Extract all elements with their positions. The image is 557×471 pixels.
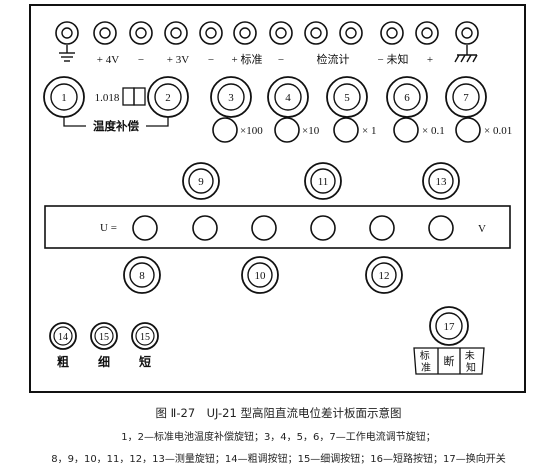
chassis-ground-symbol-right xyxy=(454,45,478,63)
measure-knob-9[interactable]: 9 xyxy=(182,162,220,200)
multiplier-window-1 xyxy=(333,117,359,143)
digit-window-2 xyxy=(192,215,218,241)
bracket-label-bg xyxy=(86,119,146,133)
multiplier-label-100: ×100 xyxy=(240,125,263,137)
knob-2-number: 2 xyxy=(165,92,171,104)
knob-2[interactable]: 2 xyxy=(147,76,189,118)
label-plus-unknown: + xyxy=(427,54,433,66)
label-minus-4v: − xyxy=(138,54,144,66)
label-plus-std: + 标准 xyxy=(232,52,263,66)
multiplier-window-0-1 xyxy=(393,117,419,143)
knob-1-number: 1 xyxy=(61,92,67,104)
std-cell-value: 1.018 xyxy=(95,92,120,104)
coarse-button-14[interactable]: 14 xyxy=(49,322,77,350)
display-unit: V xyxy=(478,223,486,235)
switch-17-number: 17 xyxy=(444,321,456,333)
figure-caption-title: 图 Ⅱ-27 UJ-21 型高阻直流电位差计板面示意图 xyxy=(155,406,402,420)
knob-6-number: 6 xyxy=(404,92,410,104)
measure-knob-12[interactable]: 12 xyxy=(365,256,403,294)
ground-symbol-left xyxy=(59,45,75,62)
knob-9-number: 9 xyxy=(198,176,204,188)
knob-4-number: 4 xyxy=(285,92,291,104)
reversing-switch-17[interactable]: 17 xyxy=(429,306,469,346)
current-knob-4[interactable]: 4 xyxy=(267,76,309,118)
std-cell-window xyxy=(122,87,146,106)
knob-11-number: 11 xyxy=(318,176,329,188)
multiplier-window-10 xyxy=(274,117,300,143)
measure-knob-13[interactable]: 13 xyxy=(422,162,460,200)
button-15-label: 细 xyxy=(98,354,110,369)
switch-unk-char-1: 未 xyxy=(465,350,475,362)
knob-13-number: 13 xyxy=(436,176,448,188)
knob-10-number: 10 xyxy=(255,270,267,282)
knob-1[interactable]: 1 xyxy=(43,76,85,118)
current-knob-6[interactable]: 6 xyxy=(386,76,428,118)
terminal-plus-4v[interactable] xyxy=(93,21,117,45)
display-u-label: U = xyxy=(100,222,117,234)
multiplier-label-1: × 1 xyxy=(362,125,376,137)
label-minus-3v: − xyxy=(208,54,214,66)
button-14-number: 14 xyxy=(58,332,68,343)
switch-position-off: 断 xyxy=(444,354,455,368)
digit-window-1 xyxy=(132,215,158,241)
measure-knob-10[interactable]: 10 xyxy=(241,256,279,294)
multiplier-window-100 xyxy=(212,117,238,143)
multiplier-label-0-01: × 0.01 xyxy=(484,125,512,137)
knob-7-number: 7 xyxy=(463,92,469,104)
switch-unk-char-2: 知 xyxy=(466,361,476,374)
panel-diagram: + 4V − + 3V − + 标准 − 检流计 − 未知 + 1 1.018 … xyxy=(29,4,526,393)
temp-comp-label: 温度补偿 xyxy=(93,119,139,133)
multiplier-label-10: ×10 xyxy=(302,125,320,137)
knob-5-number: 5 xyxy=(344,92,350,104)
terminal-plus-std[interactable] xyxy=(233,21,257,45)
label-plus-3v: + 3V xyxy=(167,54,189,66)
terminal-galv-1[interactable] xyxy=(304,21,328,45)
digit-window-5 xyxy=(369,215,395,241)
digit-window-3 xyxy=(251,215,277,241)
switch-position-unknown: 未 知 xyxy=(465,350,478,374)
fine-button-15[interactable]: 15 xyxy=(90,322,118,350)
short-button-16[interactable]: 15 xyxy=(131,322,159,350)
multiplier-window-0-01 xyxy=(455,117,481,143)
button-16-label: 短 xyxy=(139,354,151,369)
current-knob-5[interactable]: 5 xyxy=(326,76,368,118)
switch-std-char-2: 准 xyxy=(421,362,431,374)
terminal-plus-3v[interactable] xyxy=(164,21,188,45)
label-galvanometer: 检流计 xyxy=(317,52,350,66)
measure-knob-8[interactable]: 8 xyxy=(123,256,161,294)
button-16-number: 15 xyxy=(140,332,150,343)
terminal-ground-left[interactable] xyxy=(55,21,79,45)
knob-8-number: 8 xyxy=(139,270,145,282)
digit-window-4 xyxy=(310,215,336,241)
voltage-display xyxy=(44,205,511,249)
terminal-row: + 4V − + 3V − + 标准 − 检流计 − 未知 + xyxy=(55,21,479,66)
knob-12-number: 12 xyxy=(379,270,390,282)
terminal-ground-right[interactable] xyxy=(455,21,479,45)
measure-knob-11[interactable]: 11 xyxy=(304,162,342,200)
switch-std-char-1: 标 xyxy=(420,350,430,362)
switch-positions xyxy=(413,347,485,375)
terminal-minus-4v[interactable] xyxy=(129,21,153,45)
terminal-galv-2[interactable] xyxy=(339,21,363,45)
label-minus-std: − xyxy=(278,54,284,66)
label-minus-unknown: − 未知 xyxy=(378,52,409,66)
terminal-minus-std[interactable] xyxy=(269,21,293,45)
current-knob-7[interactable]: 7 xyxy=(445,76,487,118)
switch-position-standard: 标 准 xyxy=(420,350,433,374)
figure-caption-line-1: 1，2—标准电池温度补偿旋钮；3，4，5，6，7—工作电流调节旋钮； xyxy=(121,432,436,443)
knob-3-number: 3 xyxy=(228,92,234,104)
panel-outline xyxy=(29,4,526,393)
figure-caption-line-2: 8，9，10，11，12，13—测量旋钮；14—粗调按钮；15—细调按钮；16—… xyxy=(51,454,506,465)
button-14-label: 粗 xyxy=(57,354,69,369)
digit-window-6 xyxy=(428,215,454,241)
label-plus-4v: + 4V xyxy=(97,54,119,66)
terminal-unk-1[interactable] xyxy=(380,21,404,45)
current-knob-3[interactable]: 3 xyxy=(210,76,252,118)
button-15-number: 15 xyxy=(99,332,109,343)
terminal-minus-3v[interactable] xyxy=(199,21,223,45)
multiplier-label-0-1: × 0.1 xyxy=(422,125,445,137)
terminal-unk-2[interactable] xyxy=(415,21,439,45)
